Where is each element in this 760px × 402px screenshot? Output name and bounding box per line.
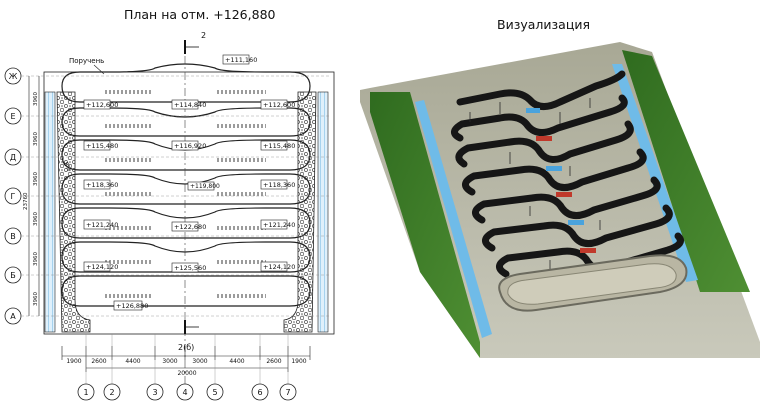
column-spacing-dims: 1900 2600 4400 3000 3000 4400 2600 1900 xyxy=(66,358,306,365)
section-mark-top xyxy=(184,40,199,54)
plan-title: План на отм. +126,880 xyxy=(124,7,276,22)
svg-text:+114,840: +114,840 xyxy=(174,101,206,109)
visualization-render xyxy=(360,42,760,358)
svg-text:3000: 3000 xyxy=(192,358,207,365)
left-stone-wall xyxy=(56,91,91,333)
elevations-left: +112,600 +115,480 +118,360 +121,240 +124… xyxy=(83,99,118,272)
svg-text:3960: 3960 xyxy=(33,292,39,306)
row-axis-label: В xyxy=(10,232,16,241)
svg-text:+115,480: +115,480 xyxy=(86,142,118,150)
section-mark-bottom xyxy=(184,320,199,334)
plan-drawing: 2 2(б) Поручень 8% +111,160 +126,880 +11… xyxy=(4,31,335,401)
svg-text:+121,240: +121,240 xyxy=(86,221,118,229)
left-grass-bank xyxy=(370,92,480,358)
overall-height-dim: 23760 xyxy=(23,192,29,210)
svg-text:+119,800: +119,800 xyxy=(190,183,220,190)
elevation-bottom: +126,880 xyxy=(113,300,148,311)
svg-text:+126,880: +126,880 xyxy=(116,302,148,310)
row-axes: Ж Е Д Г В Б А xyxy=(4,67,22,325)
svg-text:+125,560: +125,560 xyxy=(174,264,206,272)
svg-text:+118,360: +118,360 xyxy=(263,181,295,189)
column-axis-label: 2 xyxy=(109,388,114,397)
slope-label: 8% xyxy=(62,161,73,173)
column-axis-label: 3 xyxy=(152,388,157,397)
row-axis-label: Б xyxy=(10,271,16,280)
svg-text:4400: 4400 xyxy=(229,358,244,365)
svg-text:3960: 3960 xyxy=(33,172,39,186)
svg-text:2600: 2600 xyxy=(91,358,106,365)
svg-text:3960: 3960 xyxy=(33,212,39,226)
row-axis-label: Е xyxy=(10,112,15,121)
column-axis-label: 6 xyxy=(257,388,262,397)
plaza-inner xyxy=(507,263,677,305)
left-water-channel xyxy=(44,91,56,333)
row-spacing-dims: 3960 3960 3960 3960 3960 3960 xyxy=(33,92,39,306)
svg-text:+111,160: +111,160 xyxy=(225,56,257,64)
plan-boundary xyxy=(43,71,335,335)
overall-width-dim: 20000 xyxy=(177,370,196,377)
switchback-ramps xyxy=(451,70,684,278)
right-water-channel xyxy=(317,91,329,333)
svg-text:+116,920: +116,920 xyxy=(174,142,206,150)
right-stone-wall xyxy=(283,91,317,333)
svg-text:3960: 3960 xyxy=(33,92,39,106)
terrace-loops xyxy=(61,63,311,307)
svg-text:3960: 3960 xyxy=(33,252,39,266)
stair-steps xyxy=(104,90,266,298)
svg-text:+118,360: +118,360 xyxy=(86,181,118,189)
svg-text:+112,600: +112,600 xyxy=(263,101,295,109)
section-mark-bottom-label: 2(б) xyxy=(178,343,194,352)
column-axis-label: 1 xyxy=(83,388,88,397)
visualization-title: Визуализация xyxy=(497,17,590,32)
right-water-channel xyxy=(612,64,698,282)
row-axis-label: А xyxy=(10,312,16,321)
elevation-top: +111,160 xyxy=(222,54,257,65)
column-axis-label: 4 xyxy=(182,388,187,397)
svg-text:3960: 3960 xyxy=(33,132,39,146)
svg-text:1900: 1900 xyxy=(291,358,306,365)
svg-text:3000: 3000 xyxy=(162,358,177,365)
elevations-center: +114,840 +116,920 +122,680 +125,560 xyxy=(171,99,206,273)
column-axes: 1 2 3 4 5 6 7 xyxy=(77,383,297,401)
svg-text:+124,120: +124,120 xyxy=(86,263,118,271)
handrail-label: Поручень xyxy=(69,57,104,65)
section-mark-top-label: 2 xyxy=(201,31,206,40)
elevations-right: +112,600 +115,480 +118,360 +121,240 +124… xyxy=(260,99,295,272)
row-axis-label: Г xyxy=(11,192,16,201)
column-axis-label: 5 xyxy=(212,388,217,397)
svg-text:2600: 2600 xyxy=(266,358,281,365)
svg-text:1900: 1900 xyxy=(66,358,81,365)
svg-text:+112,600: +112,600 xyxy=(86,101,118,109)
accent-features xyxy=(526,108,596,253)
right-grass-bank xyxy=(622,50,750,292)
svg-text:+122,680: +122,680 xyxy=(174,223,206,231)
svg-text:+124,120: +124,120 xyxy=(263,263,295,271)
column-axis-label: 7 xyxy=(285,388,290,397)
elevation-ramp: +119,800 xyxy=(187,181,220,191)
left-water-channel xyxy=(415,100,492,338)
row-axis-label: Ж xyxy=(9,72,18,81)
svg-text:+115,480: +115,480 xyxy=(263,142,295,150)
svg-text:4400: 4400 xyxy=(125,358,140,365)
svg-text:+121,240: +121,240 xyxy=(263,221,295,229)
row-axis-label: Д xyxy=(10,153,16,162)
